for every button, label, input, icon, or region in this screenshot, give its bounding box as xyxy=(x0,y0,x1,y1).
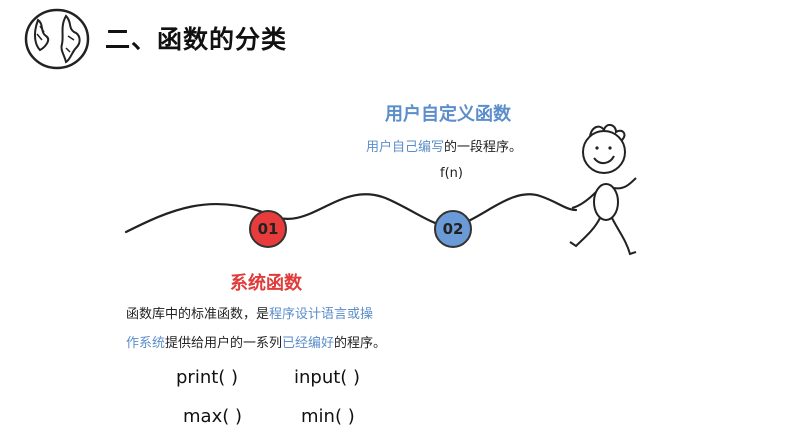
sys-line2-plain-b: 的程序。 xyxy=(334,336,387,351)
sys-line1-highlight: 程序设计语言或操 xyxy=(269,307,374,322)
user-defined-description: 用户自己编写的一段程序。 xyxy=(366,136,522,155)
sys-line2-plain-a: 提供给用户的一系列 xyxy=(165,336,283,351)
system-function-title: 系统函数 xyxy=(230,273,302,294)
user-desc-rest: 的一段程序。 xyxy=(444,140,523,155)
user-desc-highlight: 用户自己编写 xyxy=(366,140,445,155)
function-example-fn: f(n) xyxy=(440,166,463,181)
sys-line1-plain: 函数库中的标准函数，是 xyxy=(126,307,270,322)
example-print: print( ) xyxy=(176,367,239,388)
running-stick-figure xyxy=(569,124,637,256)
sys-line2-highlight-b: 已经编好 xyxy=(282,336,335,351)
sys-line2-highlight-a: 作系统 xyxy=(126,336,166,351)
marker-02: 02 xyxy=(434,210,472,248)
example-input: input( ) xyxy=(294,367,361,388)
example-min: min( ) xyxy=(301,406,355,427)
page-title: 二、函数的分类 xyxy=(105,25,288,54)
system-description-line2: 作系统提供给用户的一系列已经编好的程序。 xyxy=(126,332,386,351)
user-defined-title: 用户自定义函数 xyxy=(385,104,511,125)
marker-01: 01 xyxy=(249,210,287,248)
example-max: max( ) xyxy=(183,406,242,427)
system-description-line1: 函数库中的标准函数，是程序设计语言或操 xyxy=(126,303,373,322)
globe-icon xyxy=(24,8,90,70)
